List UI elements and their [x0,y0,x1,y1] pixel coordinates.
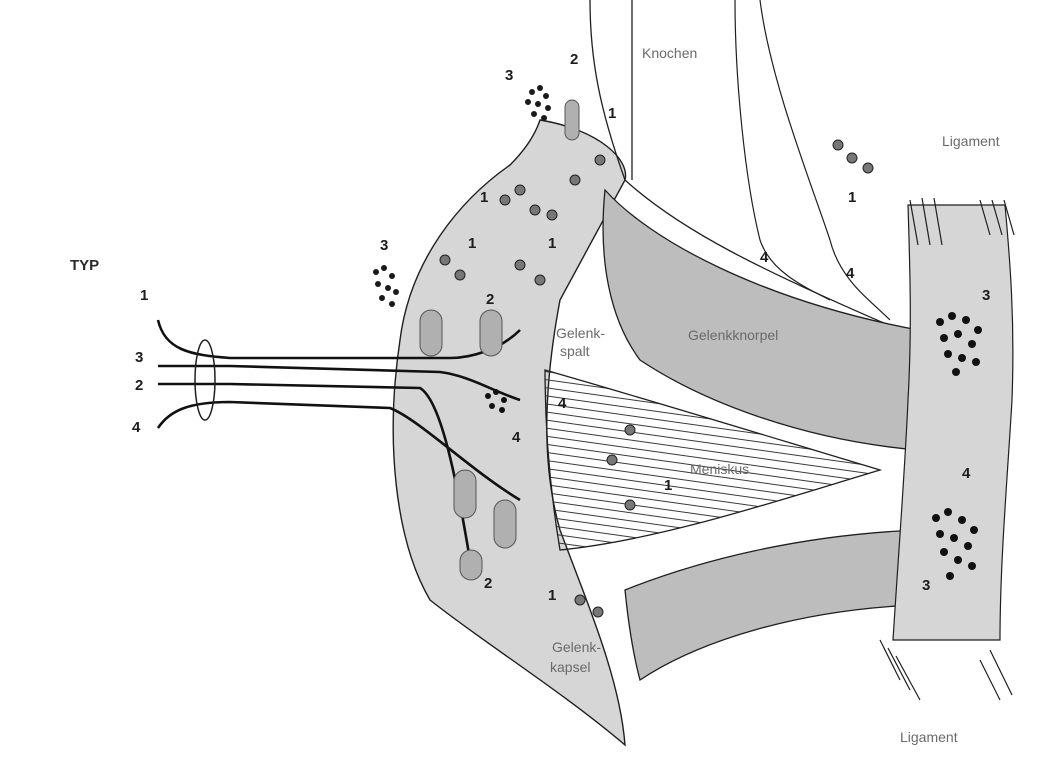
num-meniscus-a: 4 [558,395,567,412]
type-number-4: 4 [132,419,141,436]
label-capsule-2: kapsel [550,659,590,675]
label-cartilage: Gelenkknorpel [688,327,778,343]
num-meniscus-b: 1 [664,477,672,494]
label-joint-gap-2: spalt [560,343,590,359]
num-capsule-tree-b: 1 [468,235,476,252]
label-ligament-bottom: Ligament [900,729,958,745]
num-middle-tree: 4 [512,429,521,446]
num-ligament-free: 4 [962,465,971,482]
num-capsule-cylinder: 2 [486,291,494,308]
num-top-small: 1 [608,105,616,122]
label-capsule-1: Gelenk- [552,639,601,655]
num-capsule-tree-c: 1 [548,235,556,252]
num-top-cylinder: 2 [570,51,578,68]
type-number-1: 1 [140,287,148,304]
label-ligament-top: Ligament [942,133,1000,149]
label-joint-gap-1: Gelenk- [556,325,605,341]
type-heading: TYP [70,257,99,274]
num-ligament-upper: 3 [982,287,990,304]
label-meniscus: Meniskus [690,461,749,477]
num-lower-tree: 1 [548,587,556,604]
num-left-cluster: 3 [380,237,388,254]
num-top-cluster: 3 [505,67,513,84]
num-free-ending-b: 4 [846,265,855,282]
num-capsule-tree-a: 1 [480,189,488,206]
type-number-3: 3 [135,349,143,366]
num-lower-cylinder: 2 [484,575,492,592]
num-upper-right-tree: 1 [848,189,856,206]
label-bone: Knochen [642,45,697,61]
type-number-2: 2 [135,377,143,394]
num-free-ending-a: 4 [760,249,769,266]
num-ligament-lower: 3 [922,577,930,594]
